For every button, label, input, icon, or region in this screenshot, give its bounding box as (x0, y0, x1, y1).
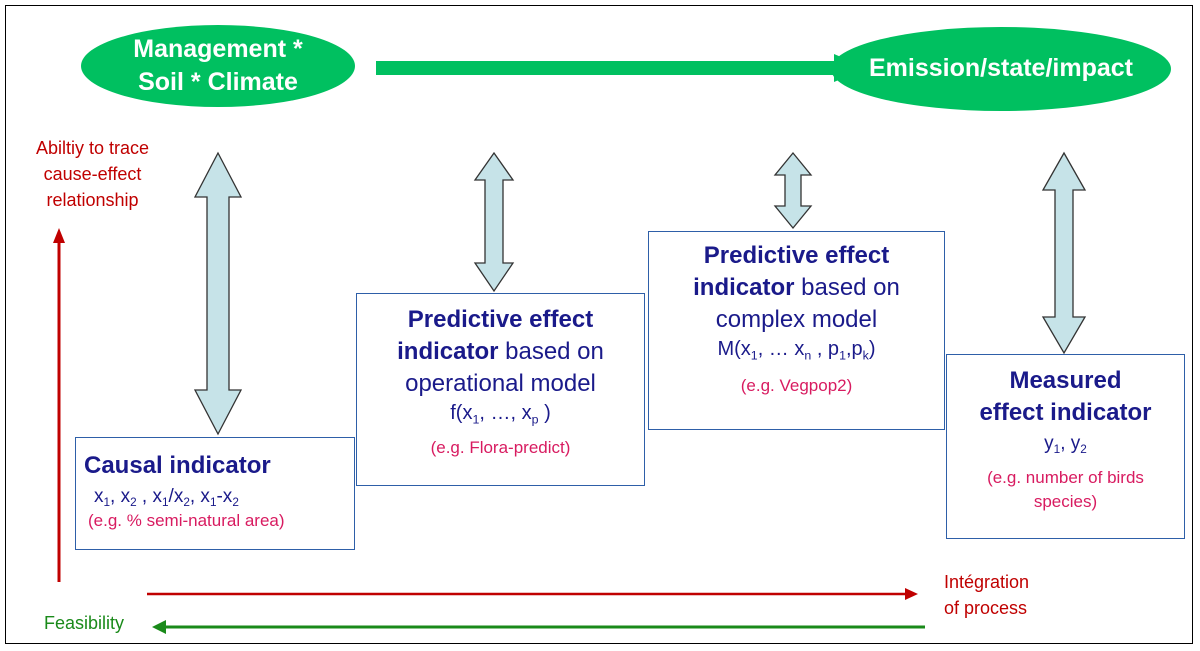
operational-line3: operational model (405, 370, 596, 397)
causal-indicator-box: Causal indicator x1, x2 , x1/x2, x1-x2 (… (75, 437, 355, 550)
measured-formula: y1, y2 (1044, 433, 1087, 457)
vertical-label-line3: relationship (46, 190, 139, 210)
causal-title: Causal indicator (84, 452, 271, 479)
green-process-arrow (376, 54, 867, 82)
emission-ellipse-label: Emission/state/impact (836, 52, 1166, 85)
measured-title2: effect indicator (979, 399, 1152, 426)
complex-formula: M(x1, … xn , p1,pk) (717, 338, 876, 363)
double-arrow-complex (773, 151, 813, 230)
causal-formula: x1, x2 , x1/x2, x1-x2 (94, 486, 239, 510)
measured-indicator-box: Measured effect indicator y1, y2 (e.g. n… (946, 354, 1185, 539)
double-arrow-measured (1041, 151, 1087, 355)
operational-formula: f(x1, …, xp ) (450, 402, 551, 427)
complex-title-bold: Predictive effect (703, 242, 890, 269)
emission-text: Emission/state/impact (869, 54, 1133, 82)
operational-title-bold: Predictive effect (407, 306, 594, 333)
management-line2: Soil * Climate (138, 68, 298, 96)
feasibility-green-arrowhead (152, 620, 166, 634)
integration-line1: Intégration (944, 572, 1030, 592)
complex-line3: complex model (715, 306, 878, 333)
vertical-red-arrowhead (53, 228, 65, 243)
operational-example: (e.g. Flora-predict) (430, 438, 571, 458)
complex-model-box: Predictive effect indicator based on com… (648, 231, 945, 430)
operational-title-bold2: indicator (397, 338, 499, 365)
diagram-frame (5, 5, 1193, 644)
complex-title-bold2: indicator (693, 274, 795, 301)
complex-example: (e.g. Vegpop2) (740, 376, 853, 396)
management-ellipse (81, 25, 355, 107)
emission-ellipse (831, 27, 1171, 111)
double-arrow-operational (473, 151, 515, 293)
management-line1: Management * (133, 35, 303, 63)
double-arrow-causal (193, 151, 243, 436)
integration-red-arrowhead (905, 588, 918, 600)
management-ellipse-label: Management * Soil * Climate (88, 33, 348, 99)
feasibility-label: Feasibility (44, 613, 125, 633)
vertical-label-line1: Abiltiy to trace (35, 138, 150, 158)
measured-example-line2: species) (1033, 492, 1098, 512)
vertical-axis-label: Abiltiy to trace cause-effect relationsh… (10, 135, 175, 213)
complex-title-rest: based on (794, 274, 900, 301)
integration-line2: of process (944, 598, 1028, 618)
measured-example: (e.g. number of birds species) (947, 466, 1184, 514)
integration-label: Intégration of process (944, 569, 1064, 621)
causal-example: (e.g. % semi-natural area) (88, 511, 285, 531)
vertical-label-line2: cause-effect (43, 164, 142, 184)
measured-title1: Measured (1009, 367, 1122, 394)
operational-model-box: Predictive effect indicator based on ope… (356, 293, 645, 486)
operational-title-rest: based on (498, 338, 604, 365)
measured-example-line1: (e.g. number of birds (987, 468, 1144, 488)
